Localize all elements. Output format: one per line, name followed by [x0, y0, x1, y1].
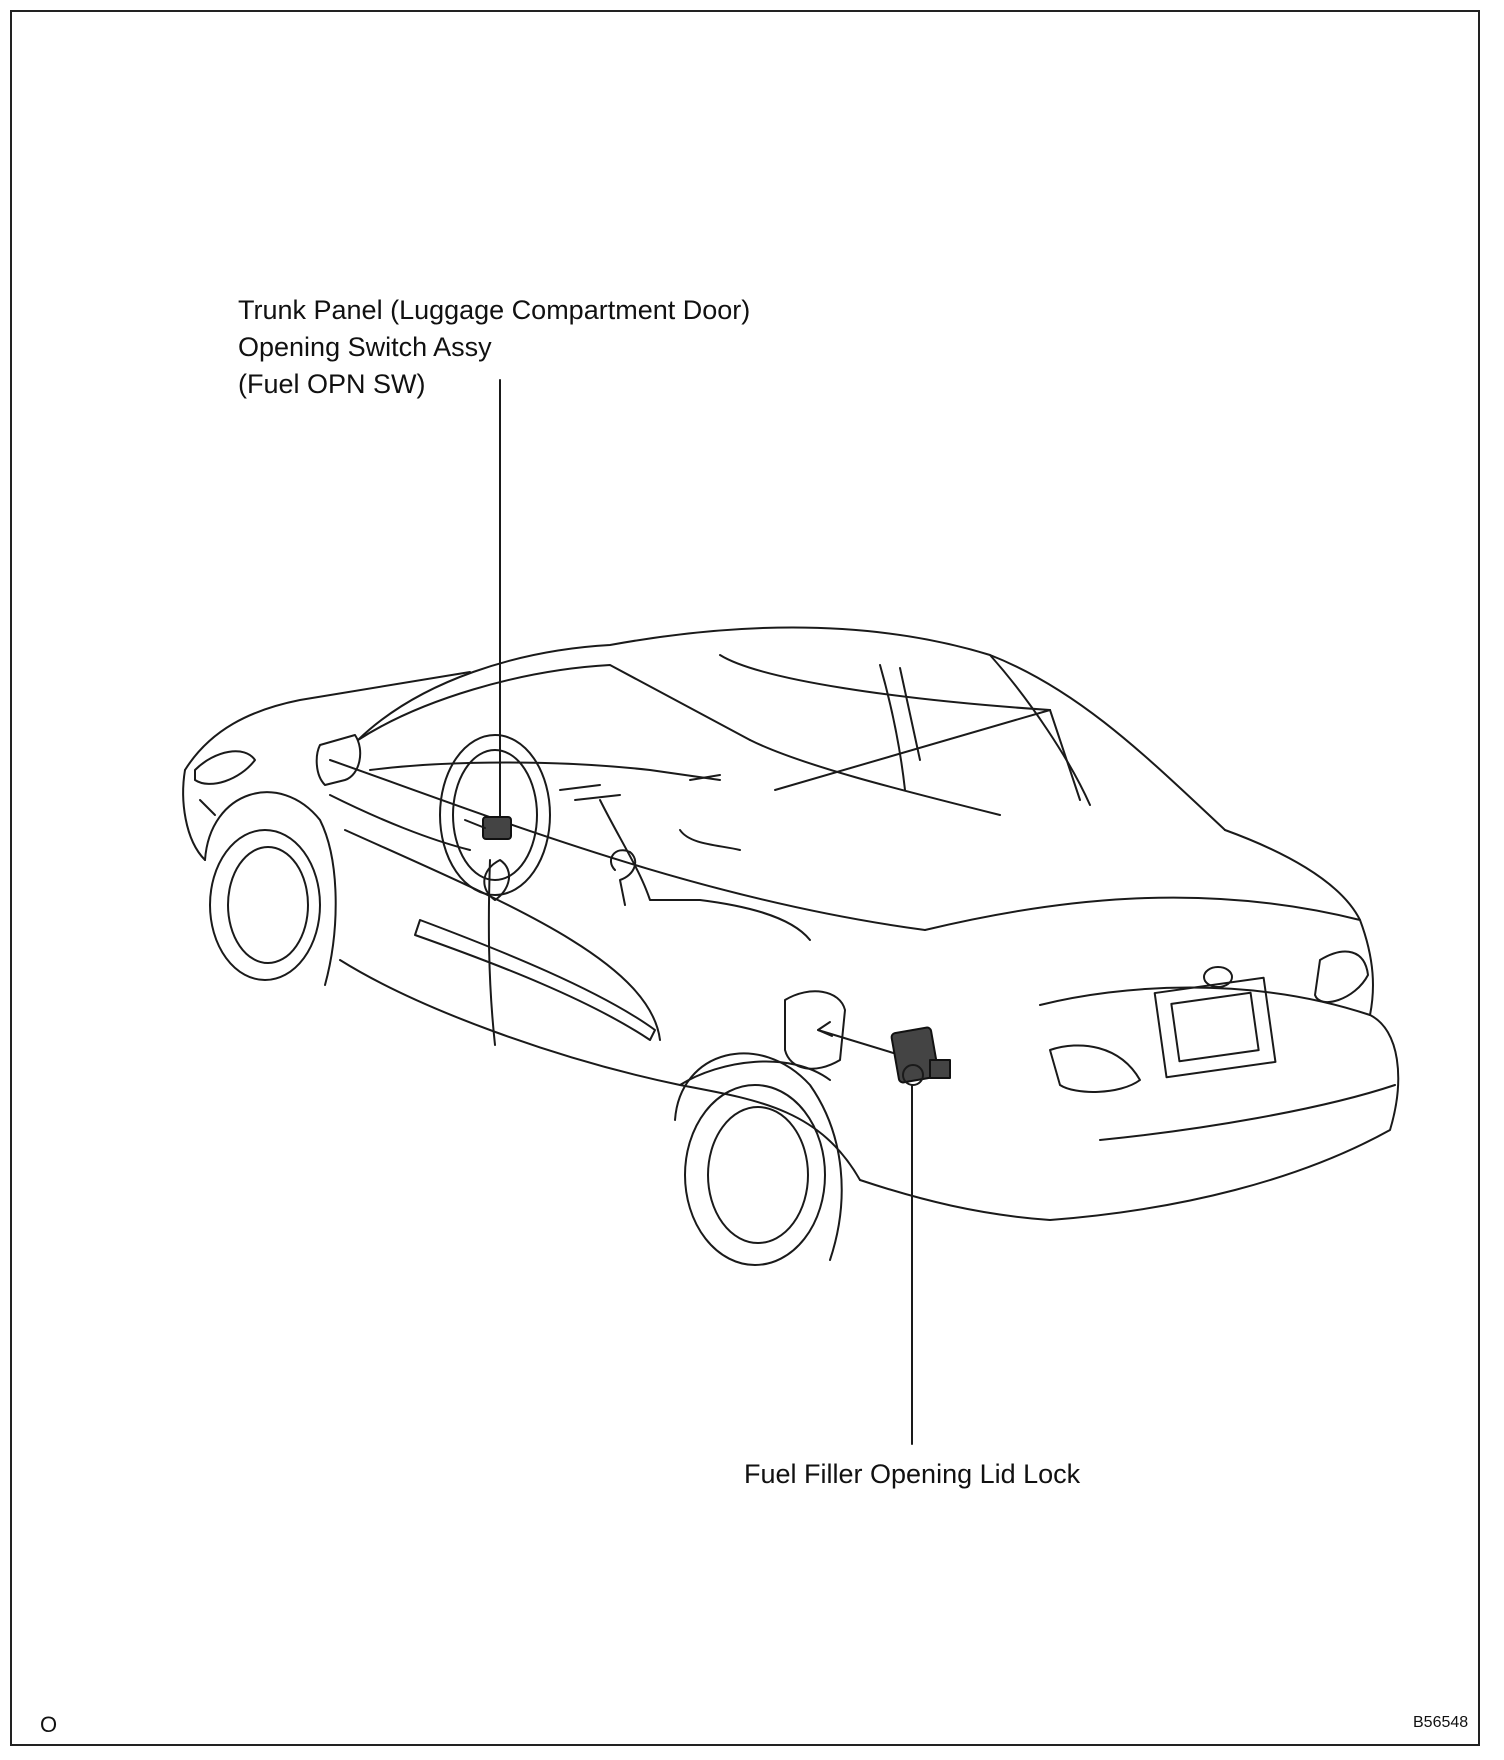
- figure-id: B56548: [1413, 1714, 1469, 1731]
- shift-knob: [610, 849, 637, 906]
- license-plate-recess: [1153, 976, 1277, 1079]
- rear-wheel-arch: [674, 1052, 843, 1261]
- tail-lamp-right: [1314, 950, 1369, 1004]
- switch-callout-label: Trunk Panel (Luggage Compartment Door) O…: [238, 292, 750, 403]
- hood-outline: [184, 671, 471, 771]
- corner-mark-left: O: [40, 1712, 58, 1737]
- side-mirror: [315, 734, 362, 786]
- switch-label-line2: Opening Switch Assy: [238, 332, 492, 362]
- door-molding: [414, 919, 656, 1041]
- dashboard: [369, 761, 721, 781]
- diagram-frame: [10, 10, 1480, 1746]
- fuel-lid-lock-part: [890, 1026, 940, 1084]
- beltline: [329, 759, 926, 931]
- fuel-opener-switch-part: [482, 816, 512, 840]
- front-wheel-arch: [204, 791, 337, 986]
- front-wheel: [209, 829, 321, 981]
- headlamp: [194, 750, 256, 785]
- steering-wheel: [439, 734, 551, 896]
- lock-callout-label: Fuel Filler Opening Lid Lock: [744, 1459, 1081, 1489]
- tail-lamp-left: [1049, 1044, 1141, 1093]
- fuel-lid: [784, 990, 846, 1070]
- rear-bumper: [859, 1014, 1400, 1221]
- trunk-lid: [924, 896, 1374, 1016]
- center-console: [599, 799, 811, 941]
- rear-window: [989, 654, 1091, 806]
- front-windshield: [357, 664, 751, 741]
- door-seam: [487, 859, 496, 1046]
- switch-label-line1: Trunk Panel (Luggage Compartment Door): [238, 295, 751, 325]
- switch-label-line3: (Fuel OPN SW): [238, 369, 426, 399]
- rear-wheel: [684, 1084, 826, 1266]
- trunk-emblem: [1203, 966, 1233, 988]
- roof-outline: [357, 626, 1226, 831]
- body-side-lower: [339, 959, 861, 1181]
